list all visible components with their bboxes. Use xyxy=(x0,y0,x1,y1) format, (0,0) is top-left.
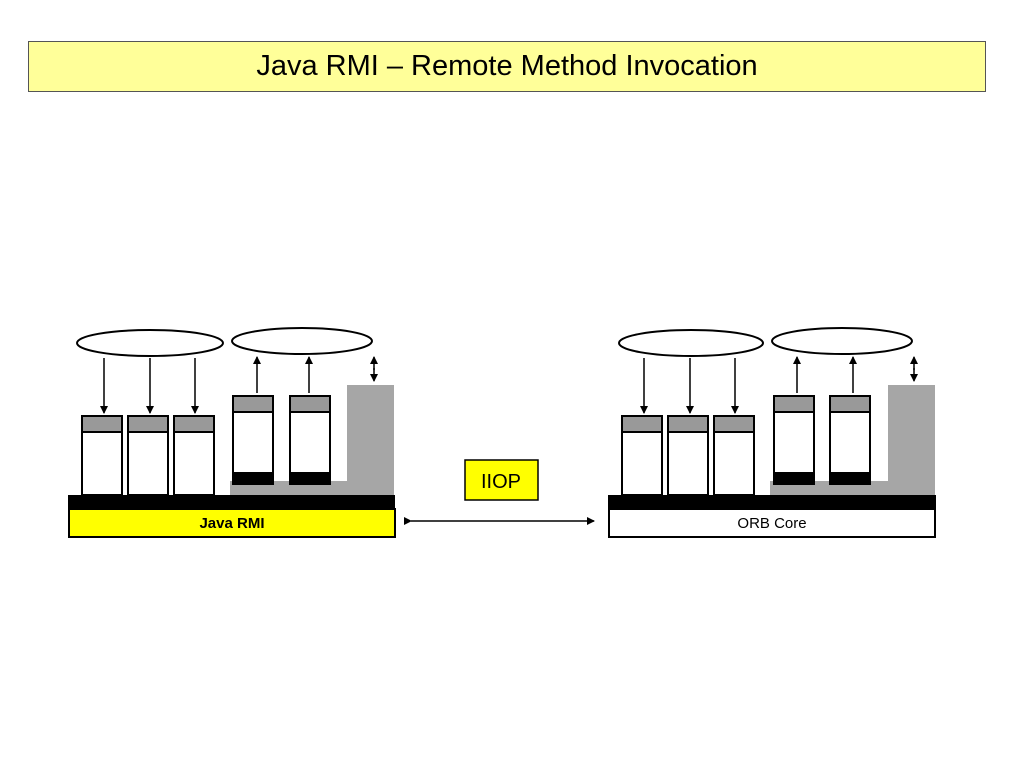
right-client-component-2 xyxy=(667,415,709,496)
right-server-component-1 xyxy=(773,395,815,485)
right-client-component-1 xyxy=(621,415,663,496)
slide-title-box: Java RMI – Remote Method Invocation xyxy=(28,41,986,92)
left-client-group-ellipse xyxy=(76,329,224,357)
right-bus-bar xyxy=(608,495,936,509)
left-server-component-1 xyxy=(232,395,274,485)
slide-title: Java RMI – Remote Method Invocation xyxy=(256,50,758,82)
right-stack: ORB Core xyxy=(608,327,936,538)
protocol-label: IIOP xyxy=(481,471,521,493)
right-client-group-ellipse xyxy=(618,329,764,357)
right-server-component-2 xyxy=(829,395,871,485)
left-bus-bar xyxy=(68,495,395,509)
right-server-group-ellipse xyxy=(771,327,913,355)
right-base-box xyxy=(608,508,936,538)
left-client-component-2 xyxy=(127,415,169,496)
right-base-label: ORB Core xyxy=(737,515,806,532)
left-client-component-1 xyxy=(81,415,123,496)
left-server-component-2 xyxy=(289,395,331,485)
protocol-connection: IIOP xyxy=(404,459,595,525)
left-stack: Java RMI xyxy=(68,327,396,538)
right-shaded-block xyxy=(888,385,935,495)
right-client-component-3 xyxy=(713,415,755,496)
left-server-group-ellipse xyxy=(231,327,373,355)
left-base-box xyxy=(68,508,396,538)
protocol-box xyxy=(464,459,539,501)
left-base-label: Java RMI xyxy=(199,515,264,532)
left-client-component-3 xyxy=(173,415,215,496)
left-shaded-block xyxy=(347,385,394,495)
